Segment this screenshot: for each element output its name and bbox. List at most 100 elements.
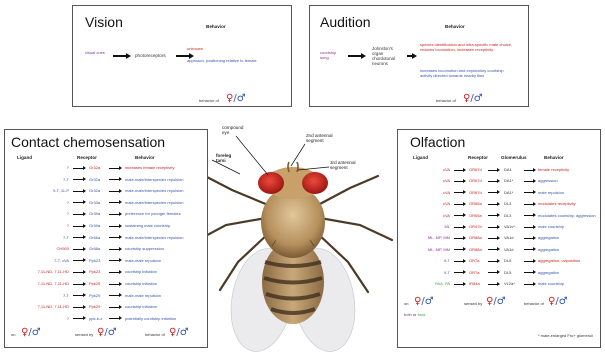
row-arrow	[524, 238, 533, 239]
glomerulus-cell: DL3	[504, 213, 511, 218]
audition-behavior-header: Behavior	[445, 24, 465, 29]
row-arrow	[488, 192, 497, 193]
row-arrow	[73, 307, 83, 308]
contact-title: Contact chemosensation	[11, 134, 165, 150]
ligand-cell: cVA	[443, 167, 450, 172]
behavior-cell: male-male/interspecies repulsion	[125, 188, 183, 193]
row-arrow	[524, 181, 533, 182]
female-male-symbol: ♀/♂	[548, 297, 568, 307]
audition-behavior-1: species identification and intra-specifi…	[420, 42, 516, 52]
row-arrow	[454, 238, 463, 239]
row-arrow	[488, 204, 497, 205]
contact-receptor-header: Receptor	[77, 155, 97, 160]
row-arrow	[73, 295, 83, 296]
row-arrow	[454, 272, 463, 273]
vision-behavior-header: Behavior	[206, 24, 226, 29]
audition-footer: behavior of	[436, 98, 456, 103]
row-arrow	[109, 168, 119, 169]
vision-title: Vision	[85, 14, 123, 30]
glomerulus-cell: VA1d	[504, 247, 514, 252]
row-arrow	[109, 191, 119, 192]
row-arrow	[454, 204, 463, 205]
behavior-cell: male-male repulsion	[125, 293, 161, 298]
ligand-cell: 7-T	[63, 177, 69, 182]
receptor-cell: IR84a	[469, 281, 480, 286]
ligand-cell: PAA, PA	[435, 281, 450, 286]
olfaction-footer-behavior-of: behavior of	[524, 301, 544, 306]
ligand-cell: 7-T, cVA	[54, 258, 69, 263]
compound-eye-label: compound eye	[222, 125, 252, 136]
behavior-cell: modulates courtship, aggression	[538, 213, 600, 218]
ligand-cell: 7,11-ND, 7,11-HD	[38, 269, 69, 274]
audition-panel: Audition Behavior courtship song Johnsto…	[309, 5, 529, 107]
behavior-cell: aggregation	[538, 247, 559, 252]
row-arrow	[109, 295, 119, 296]
row-arrow	[524, 227, 533, 228]
female-male-symbol: ♀/♂	[97, 328, 117, 338]
receptor-cell: OR65a	[469, 201, 482, 206]
contact-footer-sensed-by: sensed by	[75, 332, 93, 337]
ligand-cell: ML, MP, MM	[428, 235, 450, 240]
behavior-cell: courtship suppression	[125, 246, 164, 251]
row-arrow	[454, 181, 463, 182]
behavior-cell: male-male/interspecies repulsion	[125, 177, 183, 182]
row-arrow	[109, 307, 119, 308]
row-arrow	[488, 249, 497, 250]
ligand-cell: ?	[67, 316, 69, 321]
receptor-cell: Ppk25	[89, 281, 100, 286]
behavior-cell: aggregation, oviposition	[538, 258, 580, 263]
row-arrow	[454, 227, 463, 228]
contact-ligand-header: Ligand	[17, 155, 32, 160]
row-arrow	[454, 249, 463, 250]
row-arrow	[524, 272, 533, 273]
receptor-cell: Ppk29	[89, 304, 100, 309]
behavior-cell: modulates receptivity	[538, 201, 576, 206]
row-arrow	[454, 170, 463, 171]
receptor-cell: Ppk23	[89, 269, 100, 274]
receptor-cell: Gr68a	[89, 246, 100, 251]
glomerulus-cell: VA1d	[504, 235, 514, 240]
glomerulus-cell: DA1	[504, 167, 512, 172]
row-arrow	[488, 227, 497, 228]
vision-panel: Vision Behavior visual cues photorecepto…	[72, 5, 292, 107]
vision-cue-arrow	[113, 55, 127, 57]
row-arrow	[524, 204, 533, 205]
row-arrow	[488, 261, 497, 262]
audition-receptor: Johnston's organ chordotonal neurons	[372, 46, 404, 66]
olfaction-note: * male-enlarged Fru+ glomeruli	[538, 333, 598, 338]
row-arrow	[524, 215, 533, 216]
row-arrow	[73, 272, 83, 273]
glomerulus-cell: DL3	[504, 201, 511, 206]
receptor-cell: ppk-b-z	[89, 316, 102, 321]
behavior-cell: aggression	[538, 178, 558, 183]
row-arrow	[488, 215, 497, 216]
behavior-cell: courtship initiation	[125, 304, 157, 309]
row-arrow	[73, 318, 83, 319]
ligand-cell: ?	[67, 165, 69, 170]
row-arrow	[488, 181, 497, 182]
row-arrow	[109, 214, 119, 215]
contact-chemosensation-panel: Contact chemosensation Ligand Receptor B…	[4, 129, 208, 348]
ligand-cell: CH503	[57, 246, 69, 251]
row-arrow	[109, 179, 119, 180]
glomerulus-cell: DL5	[504, 258, 511, 263]
olfaction-legend: both or food	[404, 312, 425, 317]
row-arrow	[109, 226, 119, 227]
audition-cue: courtship song	[320, 50, 342, 60]
receptor-cell: OR67d	[469, 178, 482, 183]
olfaction-glomerulus-header: Glomerulus	[501, 155, 527, 160]
receptor-cell: Gr39a	[89, 211, 100, 216]
behavior-cell: courtship initiation	[125, 269, 157, 274]
row-arrow	[73, 179, 83, 180]
glomerulus-cell: VL2a*	[504, 281, 515, 286]
olfaction-panel: Olfaction Ligand Receptor Glomerulus Beh…	[397, 129, 601, 348]
contact-footer-on: on	[11, 332, 15, 337]
ligand-cell: ?	[67, 223, 69, 228]
audition-receptor-arrow	[407, 55, 413, 57]
behavior-cell: increases female receptivity	[125, 165, 174, 170]
receptor-cell: Gr33a	[89, 200, 100, 205]
audition-cue-arrow	[348, 55, 362, 57]
antennal-segment-3-label: 3rd antennal segment	[330, 160, 370, 171]
ligand-cell: 9-T, 11-P	[53, 188, 69, 193]
row-arrow	[524, 249, 533, 250]
